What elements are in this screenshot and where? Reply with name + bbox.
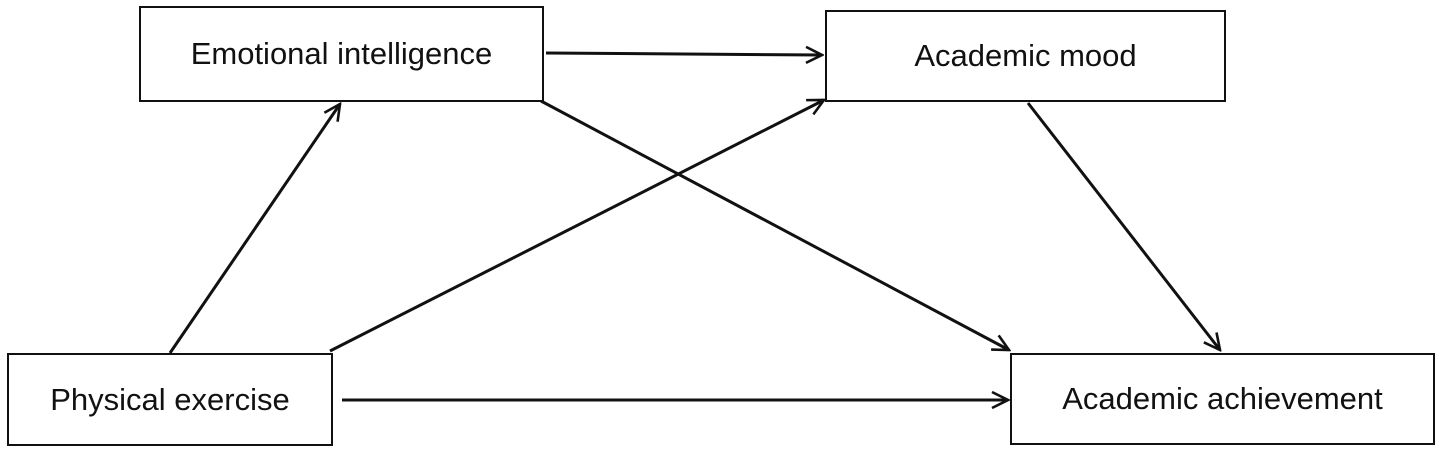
arrow-academic-mood-to-academic-achievement <box>1026 102 1220 350</box>
node-academic-mood: Academic mood <box>825 10 1226 102</box>
node-physical-exercise: Physical exercise <box>7 353 333 446</box>
arrow-physical-exercise-to-emotional-intelligence <box>168 104 340 354</box>
node-academic-mood-label: Academic mood <box>914 38 1137 73</box>
node-emotional-intelligence: Emotional intelligence <box>139 6 544 102</box>
node-emotional-intelligence-label: Emotional intelligence <box>190 36 493 71</box>
node-academic-achievement-label: Academic achievement <box>1062 381 1383 416</box>
node-physical-exercise-label: Physical exercise <box>50 381 290 417</box>
arrow-physical-exercise-to-academic-mood <box>329 98 824 353</box>
arrow-emotional-intelligence-to-academic-achievement <box>540 99 1009 350</box>
node-academic-achievement: Academic achievement <box>1010 353 1435 445</box>
arrow-emotional-intelligence-to-academic-mood <box>545 53 822 55</box>
